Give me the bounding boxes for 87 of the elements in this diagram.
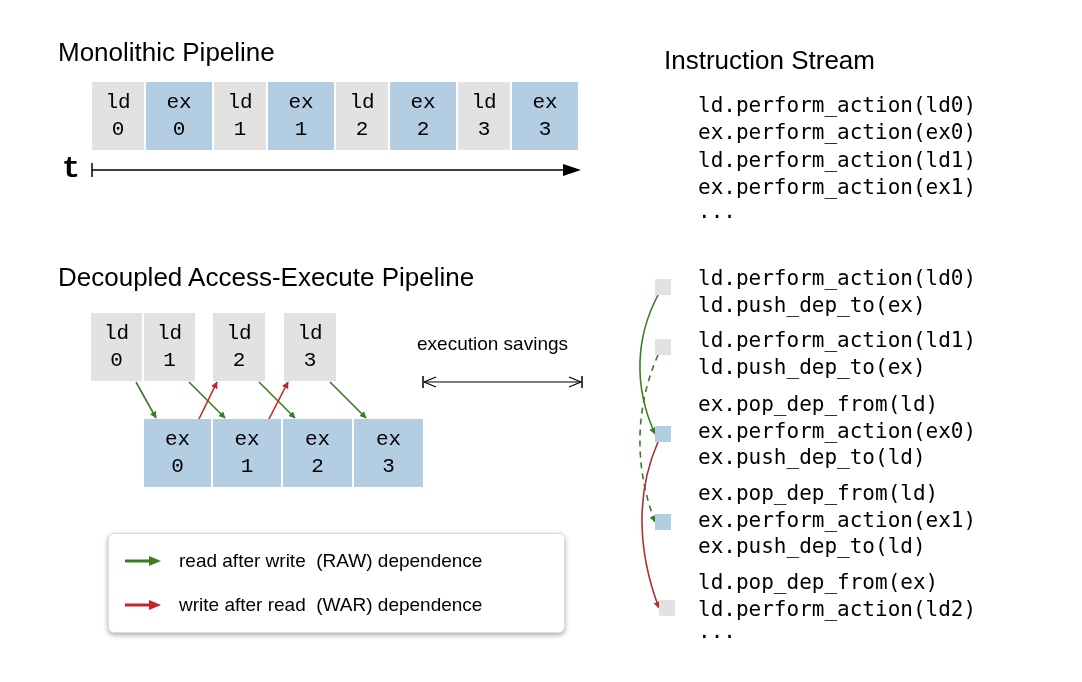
code-line: ... (698, 199, 736, 224)
instruction-box (336, 82, 388, 150)
box-text: 3 (477, 117, 491, 143)
box-text: 0 (111, 117, 125, 143)
box-text: ex (304, 427, 331, 453)
box-text: ld (226, 321, 252, 347)
box-text: ld (471, 90, 497, 116)
box-text: ex (234, 427, 260, 453)
dependence-arrow (258, 381, 296, 419)
code-line: ld.perform_action(ld2) (698, 595, 977, 622)
box-text: ex (288, 90, 314, 116)
box-text: 3 (538, 117, 552, 143)
legend-label: write after read (WAR) dependence (179, 594, 483, 616)
box-text: 0 (171, 454, 184, 480)
instruction-marker (655, 279, 671, 295)
dependence-arrow (268, 381, 289, 420)
code-line: ex.push_dep_to(ld) (698, 533, 927, 560)
code-line: ex.perform_action(ex1) (698, 174, 977, 200)
box-text: ld (349, 90, 375, 116)
box-text: 2 (416, 117, 430, 143)
dependence-arrow (639, 294, 659, 435)
instruction-box (144, 419, 211, 487)
box-text: 0 (110, 348, 123, 374)
box-text: 3 (382, 454, 395, 480)
box-text: ld (105, 90, 131, 116)
instruction-box (283, 419, 352, 487)
box-text: 1 (233, 117, 247, 143)
dependence-arrow (641, 441, 661, 609)
legend-label: read after write (RAW) dependence (179, 550, 483, 572)
dependence-arrow (639, 354, 659, 523)
instruction-marker (655, 426, 671, 442)
box-text: 2 (311, 454, 324, 480)
dependence-arrow (188, 381, 226, 419)
instruction-box (268, 82, 334, 150)
time-label: t (62, 153, 80, 185)
box-text: 1 (240, 454, 254, 480)
code-line: ex.pop_dep_from(ld) (698, 480, 940, 507)
instruction-box (213, 313, 265, 381)
instruction-box (213, 419, 281, 487)
box-text: ex (166, 90, 192, 116)
box-text: 2 (355, 117, 369, 143)
instruction-box (144, 313, 195, 381)
instruction-box (146, 82, 212, 150)
instruction-box (354, 419, 423, 487)
box-text: ld (227, 90, 253, 116)
box-text: ld (156, 321, 183, 347)
section-heading: Monolithic Pipeline (58, 37, 275, 67)
instruction-box (284, 313, 336, 381)
instruction-marker (655, 514, 671, 530)
instruction-box (92, 82, 144, 150)
code-line: ld.perform_action(ld1) (698, 147, 977, 173)
box-text: ex (532, 90, 558, 116)
instruction-box (91, 313, 142, 381)
code-line: ld.perform_action(ld0) (698, 92, 977, 118)
instruction-box (512, 82, 578, 150)
code-line: ex.pop_dep_from(ld) (698, 391, 940, 418)
dimension-label: execution savings (417, 333, 569, 355)
code-line: ex.perform_action(ex0) (698, 119, 977, 145)
box-text: 0 (172, 117, 186, 143)
instruction-box (214, 82, 266, 150)
dependence-arrow (135, 381, 157, 419)
box-text: 1 (163, 348, 176, 374)
code-line: ld.perform_action(ld1) (698, 327, 977, 354)
dependence-arrow (198, 381, 218, 420)
code-line: ex.perform_action(ex1) (698, 506, 977, 533)
section-heading: Decoupled Access-Execute Pipeline (58, 262, 475, 292)
section-heading: Instruction Stream (664, 45, 875, 75)
instruction-box (390, 82, 456, 150)
box-text: ex (164, 427, 191, 453)
box-text: 3 (303, 348, 317, 374)
code-line: ld.pop_dep_from(ex) (698, 569, 940, 596)
code-line: ld.push_dep_to(ex) (698, 291, 927, 318)
box-text: 1 (294, 117, 308, 143)
instruction-box (458, 82, 510, 150)
dependence-arrow (329, 381, 367, 419)
box-text: 2 (232, 348, 246, 374)
box-text: ld (103, 321, 130, 347)
box-text: ex (375, 427, 402, 453)
box-text: ex (410, 90, 436, 116)
instruction-marker (655, 339, 671, 355)
code-line: ex.perform_action(ex0) (698, 417, 977, 444)
code-line: ld.perform_action(ld0) (698, 265, 977, 292)
code-line: ld.push_dep_to(ex) (698, 353, 927, 380)
code-line: ex.push_dep_to(ld) (698, 444, 927, 471)
box-text: ld (297, 321, 323, 347)
instruction-marker (659, 600, 675, 616)
code-line: ... (698, 619, 736, 644)
